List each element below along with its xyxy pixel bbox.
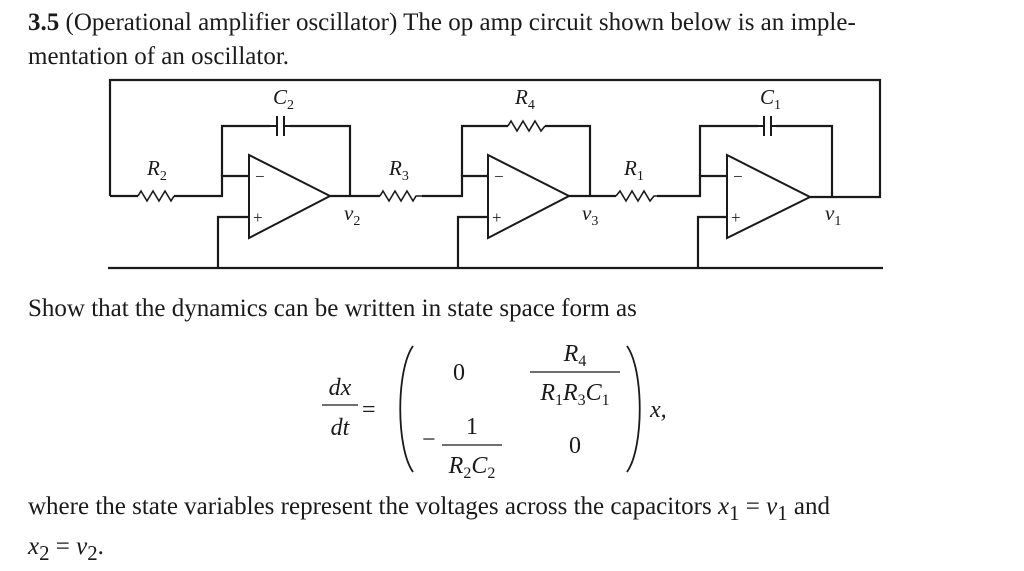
label-r3: R3 — [388, 156, 409, 184]
left-bracket — [399, 345, 414, 473]
label-r1: R1 — [623, 156, 644, 184]
circuit-wires — [108, 78, 883, 270]
lhs-denominator: dt — [331, 415, 351, 441]
lhs-numerator: dx — [329, 375, 352, 401]
matrix-21-denominator: R2C2 — [448, 453, 496, 482]
problem-intro: 3.5 (Operational amplifier oscillator) T… — [28, 6, 856, 74]
matrix-12-denominator: R1R3C1 — [539, 380, 609, 409]
problem-conclusion: where the state variables represent the … — [28, 493, 831, 565]
label-r4: R4 — [514, 85, 535, 113]
intro-line-1: (Operational amplifier oscillator) The o… — [59, 9, 856, 36]
equals-sign: = — [362, 397, 376, 423]
resistor-r2 — [137, 189, 175, 203]
op-amp-1 — [248, 153, 333, 240]
right-bracket — [626, 345, 641, 473]
problem-statement: Show that the dynamics can be written in… — [28, 295, 637, 322]
matrix-11: 0 — [453, 360, 465, 386]
op-amp-3-minus: − — [733, 167, 743, 186]
problem-number: 3.5 — [28, 9, 60, 36]
op-amp-1-minus: − — [255, 167, 265, 186]
op-amp-3-plus: + — [731, 208, 741, 227]
resistor-r4 — [507, 119, 546, 133]
intro-line-2: mentation of an oscillator. — [28, 43, 290, 70]
matrix-21-sign: − — [422, 427, 436, 453]
resistor-r1 — [615, 189, 657, 203]
matrix-12-numerator: R4 — [563, 341, 587, 370]
label-c2: C2 — [273, 85, 294, 113]
state-space-equation: dx dt = 0 R4 R1R3C1 − 1 R2C2 0 x, — [300, 334, 720, 484]
matrix-22: 0 — [569, 433, 581, 459]
op-amp-3 — [726, 153, 813, 240]
op-amp-2-minus: − — [494, 167, 504, 186]
conclusion-line-1: where the state variables represent the … — [28, 493, 718, 520]
label-c1: C1 — [760, 85, 781, 113]
matrix-21-numerator: 1 — [466, 414, 478, 440]
label-v2: v2 — [344, 201, 360, 229]
label-v1: v1 — [825, 201, 841, 229]
state-vector-x: x, — [649, 397, 667, 423]
oscillator-circuit: − + − + − + C2 R4 C1 R2 R3 R1 v2 v3 v1 — [0, 74, 1024, 280]
op-amp-2 — [487, 153, 572, 240]
label-r2: R2 — [146, 156, 167, 184]
label-v3: v3 — [582, 201, 598, 229]
resistor-r3 — [379, 189, 422, 203]
op-amp-1-plus: + — [253, 208, 263, 227]
op-amp-2-plus: + — [492, 208, 502, 227]
